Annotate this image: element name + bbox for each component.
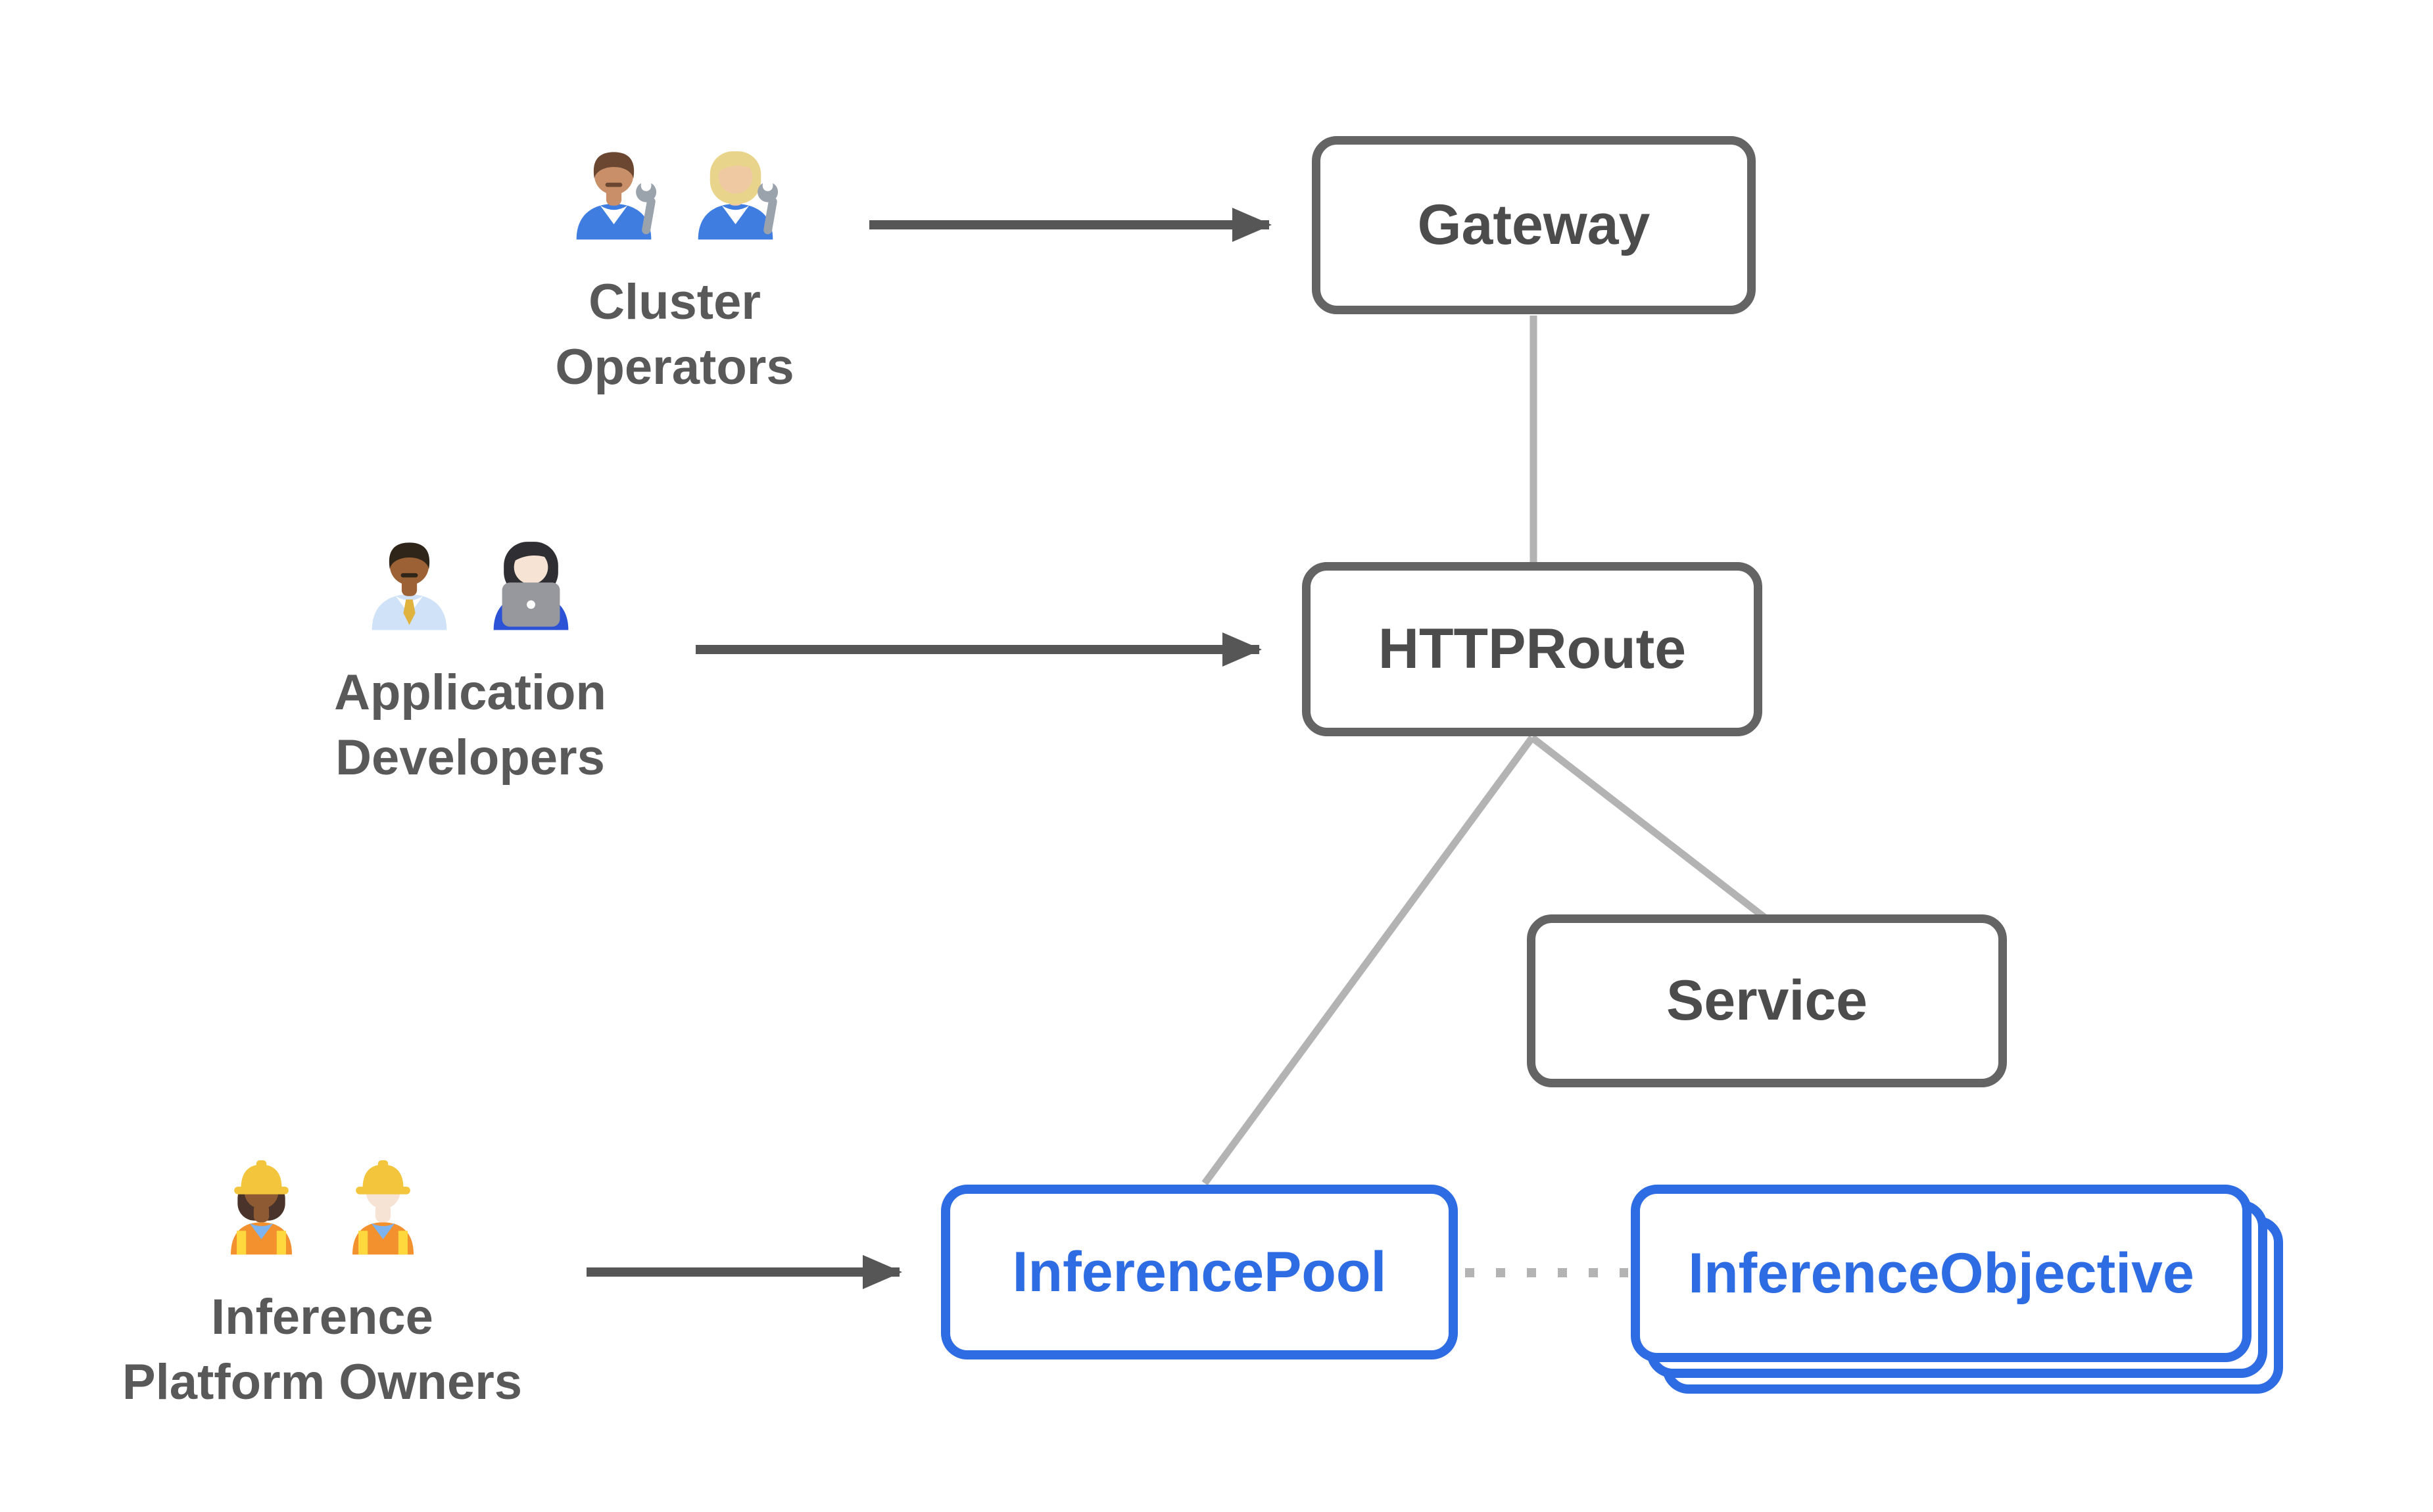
cluster-operators-label: Cluster Operators [555,270,794,400]
application-developers-label: Application Developers [334,661,606,791]
httproute-label: HTTPRoute [1378,617,1687,680]
inference-platform-owners-label-line1: Inference [211,1289,433,1345]
tie-icon [403,599,416,625]
node-inferencepool: InferencePool [941,1185,1458,1359]
persona-application-developers: Application Developers [273,530,667,791]
node-service: Service [1527,914,2007,1087]
node-gateway: Gateway [1312,136,1756,314]
persona-cluster-operators: Cluster Operators [477,139,872,400]
application-developers-icons [358,530,582,632]
node-httproute: HTTPRoute [1302,562,1762,736]
laptop-icon [502,582,560,627]
inferenceobjective-label: InferenceObjective [1688,1241,2194,1305]
gateway-label: Gateway [1417,193,1650,256]
application-developers-label-line2: Developers [335,729,605,786]
edge-httproute-inferencepool [1201,735,1535,1186]
inference-platform-owners-icons [210,1154,434,1256]
inferencepool-label: InferencePool [1012,1240,1387,1304]
node-inferenceobjective: InferenceObjective [1631,1185,2252,1362]
cluster-operators-label-line1: Cluster [589,274,761,330]
persona-inference-platform-owners: Inference Platform Owners [72,1154,572,1415]
cluster-operators-icons [563,139,786,241]
woman-mechanic-emoji [698,151,779,240]
inference-platform-owners-label: Inference Platform Owners [122,1285,522,1415]
hard-hat-icon [356,1160,410,1194]
wrench-icon [636,178,657,235]
cluster-operators-label-line2: Operators [555,339,794,395]
man-construction-worker-emoji [352,1160,414,1255]
edge-httproute-service [1530,734,1768,921]
woman-construction-worker-emoji [231,1160,292,1255]
application-developers-label-line1: Application [334,665,606,721]
man-mechanic-emoji [576,152,657,240]
wrench-icon [758,178,779,235]
man-office-worker-emoji [372,542,447,630]
inference-platform-owners-label-line2: Platform Owners [122,1354,523,1410]
service-label: Service [1666,969,1868,1032]
hard-hat-icon [234,1160,289,1194]
woman-technologist-emoji [493,542,569,630]
